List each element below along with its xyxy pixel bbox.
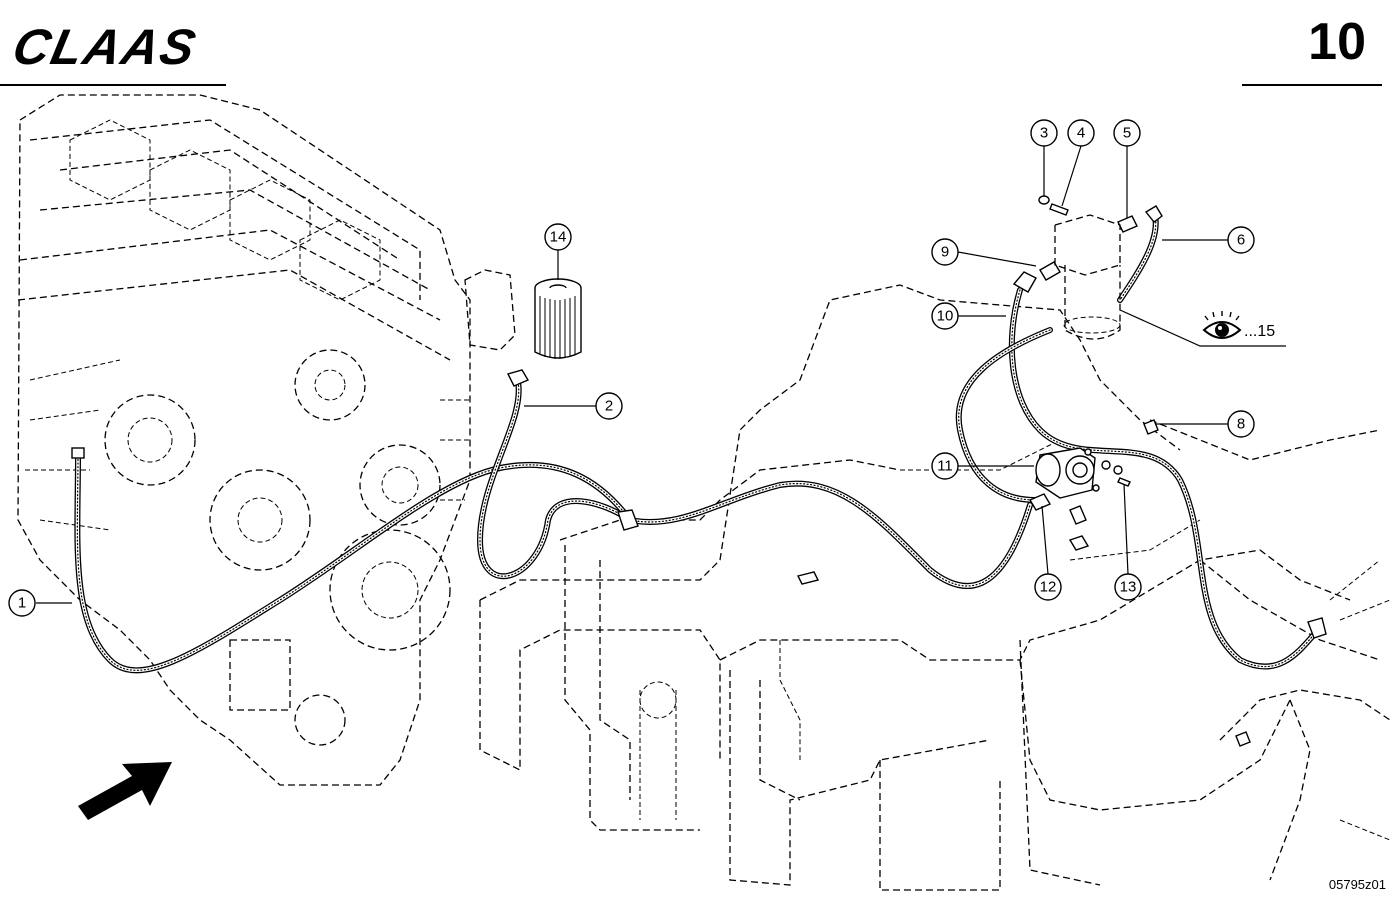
callout-6: 6 bbox=[1227, 226, 1255, 254]
fittings bbox=[71, 195, 1327, 747]
callout-13: 13 bbox=[1114, 573, 1142, 601]
header-rule-left bbox=[0, 84, 226, 86]
callout-8: 8 bbox=[1227, 410, 1255, 438]
callout-3: 3 bbox=[1030, 119, 1058, 147]
callout-11: 11 bbox=[931, 452, 959, 480]
tank-frame bbox=[479, 284, 1391, 891]
filter-element bbox=[534, 278, 582, 359]
svg-text:13: 13 bbox=[1120, 579, 1137, 596]
see-reference: ...15 bbox=[1202, 311, 1275, 340]
engine-block bbox=[17, 94, 516, 786]
see-reference-text: ...15 bbox=[1244, 323, 1275, 340]
svg-text:1: 1 bbox=[18, 595, 26, 612]
drawing-id: 05795z01 bbox=[1328, 877, 1386, 892]
svg-text:8: 8 bbox=[1237, 416, 1245, 433]
leader-lines bbox=[36, 145, 1286, 604]
callout-10: 10 bbox=[931, 302, 959, 330]
svg-text:9: 9 bbox=[941, 244, 949, 261]
svg-text:3: 3 bbox=[1040, 125, 1048, 142]
svg-text:5: 5 bbox=[1123, 125, 1131, 142]
callout-14: 14 bbox=[544, 223, 572, 251]
svg-text:12: 12 bbox=[1040, 579, 1057, 596]
svg-text:10: 10 bbox=[937, 308, 954, 325]
callout-4: 4 bbox=[1067, 119, 1095, 147]
svg-text:14: 14 bbox=[550, 229, 567, 246]
svg-text:2: 2 bbox=[605, 398, 613, 415]
fuel-pump bbox=[1035, 447, 1100, 499]
svg-text:6: 6 bbox=[1237, 232, 1245, 249]
page-number: 10 bbox=[1308, 13, 1366, 71]
callout-1: 1 bbox=[8, 589, 36, 617]
header-rule-right bbox=[1242, 84, 1382, 86]
fuel-filter-housing bbox=[1054, 214, 1121, 340]
callout-2: 2 bbox=[595, 392, 623, 420]
callouts: 1 2 3 4 5 6 8 9 bbox=[8, 119, 1255, 617]
callout-5: 5 bbox=[1113, 119, 1141, 147]
direction-arrow bbox=[78, 762, 172, 820]
svg-text:11: 11 bbox=[937, 458, 953, 475]
svg-text:4: 4 bbox=[1077, 125, 1085, 142]
eye-icon bbox=[1202, 311, 1242, 339]
callout-12: 12 bbox=[1034, 573, 1062, 601]
hoses bbox=[74, 212, 1321, 674]
callout-9: 9 bbox=[931, 238, 959, 266]
